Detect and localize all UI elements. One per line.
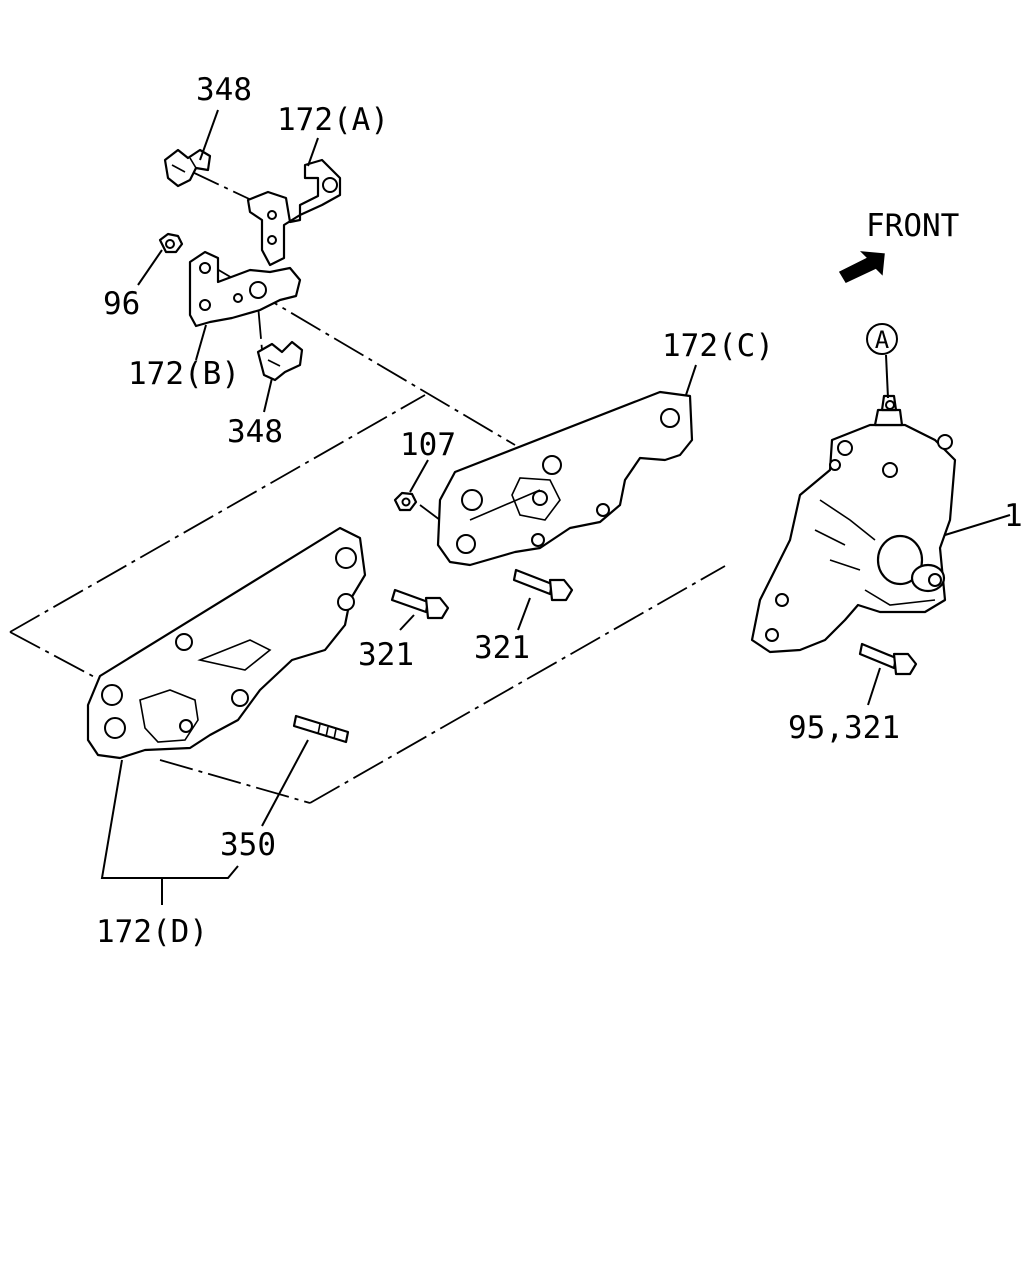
reference-marker-a: A [866,323,898,399]
bracket-172d [86,526,367,760]
nut-96 [158,232,184,254]
bolt-95-321 [858,642,918,676]
steering-gear-1 [750,394,957,654]
callout-321-mid: 321 [474,630,530,666]
nut-107 [393,491,418,512]
callout-350: 350 [220,827,276,863]
bolt-321-mid [512,568,574,602]
callout-172d: 172(D) [96,914,208,950]
callout-172c: 172(C) [662,328,774,364]
callout-96: 96 [103,286,140,322]
front-arrow-icon [838,251,885,283]
bolt-321-left [390,588,450,620]
clip-348-bottom [256,340,304,382]
callout-95-321: 95,321 [788,710,900,746]
callout-348-top: 348 [196,72,252,108]
callout-172b: 172(B) [128,356,240,392]
callout-107: 107 [400,427,456,463]
bracket-172c [436,390,694,567]
callout-172a: 172(A) [277,102,389,138]
callout-321-left: 321 [358,637,414,673]
stud-350 [292,714,350,744]
callout-1: 1 [1004,498,1023,534]
bracket-172a [246,158,342,267]
callout-348-bottom: 348 [227,414,283,450]
front-label: FRONT [866,208,959,244]
clip-348-top [163,148,212,188]
bracket-172b [188,250,302,328]
reference-marker-label: A [875,326,890,354]
leader-lines [100,109,1011,905]
